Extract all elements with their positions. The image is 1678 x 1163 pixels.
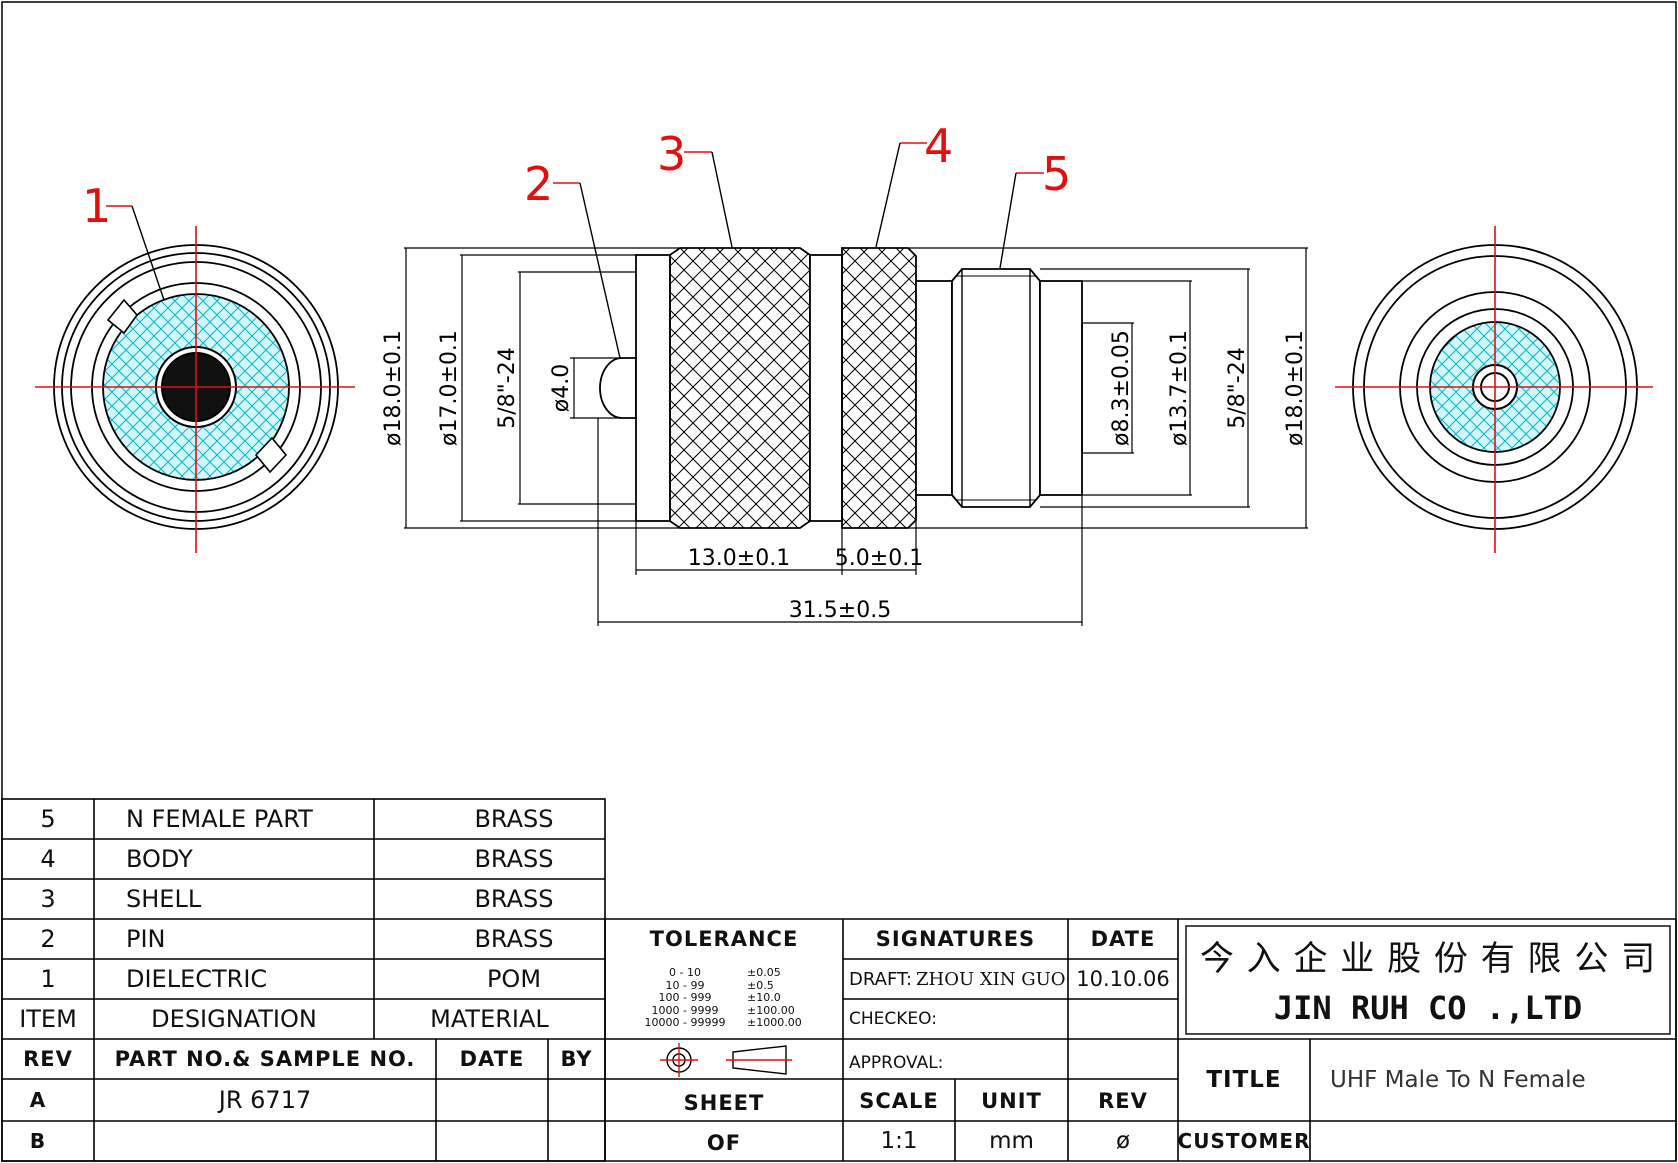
date-label: DATE	[1090, 927, 1156, 951]
bom-row-4-designation: BODY	[126, 845, 193, 873]
rev-row-a-part: JR 6717	[218, 1086, 312, 1114]
scale-label: SCALE	[859, 1089, 939, 1113]
bom-row-5-designation: N FEMALE PART	[126, 805, 313, 833]
dim-overall-length: 31.5±0.5	[789, 598, 891, 623]
tol-value: ±0.05	[747, 966, 781, 979]
tol-range: 0 - 10	[669, 966, 701, 979]
bom-row-5-item: 5	[40, 805, 56, 833]
company-name-cn: 今 入 企 业 股 份 有 限 公 司	[1199, 938, 1657, 979]
dim-pin-dia: ø4.0	[549, 364, 574, 412]
draft-name: ZHOU XIN GUO	[916, 968, 1066, 990]
bom-row-4-material: BRASS	[474, 845, 554, 873]
bom-header-material: MATERIAL	[430, 1005, 549, 1033]
bom-row-2-item: 2	[40, 925, 56, 953]
bom-row-2-designation: PIN	[126, 925, 166, 953]
sheet-label: SHEET	[683, 1091, 765, 1115]
rev-label: REV	[1098, 1089, 1148, 1113]
company-name-en: JIN RUH CO .,LTD	[1273, 989, 1583, 1027]
bom-row-4-item: 4	[40, 845, 56, 873]
tol-value: ±0.5	[747, 978, 774, 992]
right-end-view	[1335, 226, 1653, 553]
dim-pin-socket-dia: ø8.3±0.05	[1109, 330, 1134, 446]
rev-value: ø	[1115, 1128, 1131, 1154]
rev-header-rev: REV	[23, 1047, 73, 1071]
dim-n-body-dia: ø13.7±0.1	[1167, 330, 1192, 446]
dim-body-length: 5.0±0.1	[835, 546, 923, 571]
balloon-2-label: 2	[524, 157, 553, 211]
checked-label: CHECKEO:	[849, 1009, 937, 1029]
customer-value	[1330, 1121, 1676, 1161]
rev-row-b-rev: B	[29, 1129, 47, 1153]
rev-header-by: BY	[560, 1047, 593, 1071]
bom-row-1-designation: DIELECTRIC	[126, 965, 268, 993]
dim-thread-right: 5/8"-24	[1225, 347, 1250, 428]
dim-thread-left: 5/8"-24	[495, 347, 520, 428]
draft-label: DRAFT:	[849, 968, 913, 990]
projection-symbol	[660, 1043, 792, 1077]
pin-tip	[599, 357, 637, 419]
title-value: UHF Male To N Female	[1330, 1067, 1586, 1093]
rev-header-part: PART NO.& SAMPLE NO.	[114, 1047, 416, 1071]
bom-header-item: ITEM	[19, 1005, 77, 1033]
bom-row-5-material: BRASS	[474, 805, 554, 833]
balloon-1-label: 1	[82, 179, 111, 233]
customer-label: CUSTOMER	[1177, 1129, 1311, 1153]
bom-header-designation: DESIGNATION	[151, 1005, 317, 1033]
approval-label: APPROVAL:	[849, 1053, 944, 1073]
left-end-view: 1	[35, 179, 355, 553]
scale-value: 1:1	[880, 1128, 918, 1154]
dim-shell-dia: ø17.0±0.1	[437, 330, 462, 446]
tol-range: 10000 - 99999	[644, 1016, 726, 1029]
tol-range: 1000 - 9999	[651, 1003, 719, 1017]
shell-knurl	[669, 247, 811, 529]
unit-label: UNIT	[981, 1089, 1042, 1113]
dim-shell-length: 13.0±0.1	[688, 546, 790, 571]
rev-row-a-rev: A	[29, 1088, 47, 1112]
title-label: TITLE	[1206, 1067, 1282, 1093]
tol-value: ±100.00	[747, 1003, 795, 1017]
bom-row-3-designation: SHELL	[126, 885, 202, 913]
tol-value: ±10.0	[747, 991, 781, 1004]
tolerance-table: 0 - 10 10 - 99 100 - 999 1000 - 9999 100…	[630, 966, 830, 1033]
tol-value: ±1000.00	[747, 1016, 802, 1029]
title-block-grid	[1, 798, 1677, 1162]
of-label: OF	[706, 1131, 742, 1155]
tol-range: 10 - 99	[665, 978, 705, 992]
tol-range: 100 - 999	[658, 991, 712, 1004]
tolerance-label: TOLERANCE	[649, 927, 799, 951]
side-view: ø18.0±0.1 ø17.0±0.1 5/8"-24 ø4.0 ø8.3±0.…	[381, 119, 1308, 626]
rev-header-date: DATE	[459, 1047, 525, 1071]
body-knurl	[841, 247, 917, 529]
balloon-3-label: 3	[657, 127, 686, 181]
bom-row-3-item: 3	[40, 885, 56, 913]
bom-row-1-item: 1	[40, 965, 56, 993]
draft-date: 10.10.06	[1076, 967, 1170, 991]
balloon-5-label: 5	[1042, 147, 1071, 201]
bom-row-3-material: BRASS	[474, 885, 554, 913]
bom-row-2-material: BRASS	[474, 925, 554, 953]
balloon-4-label: 4	[924, 119, 953, 173]
dim-overall-dia-left: ø18.0±0.1	[381, 330, 406, 446]
signatures-label: SIGNATURES	[875, 927, 1036, 951]
bom-row-1-material: POM	[486, 965, 542, 993]
dim-overall-dia-right: ø18.0±0.1	[1283, 330, 1308, 446]
unit-value: mm	[989, 1128, 1034, 1154]
